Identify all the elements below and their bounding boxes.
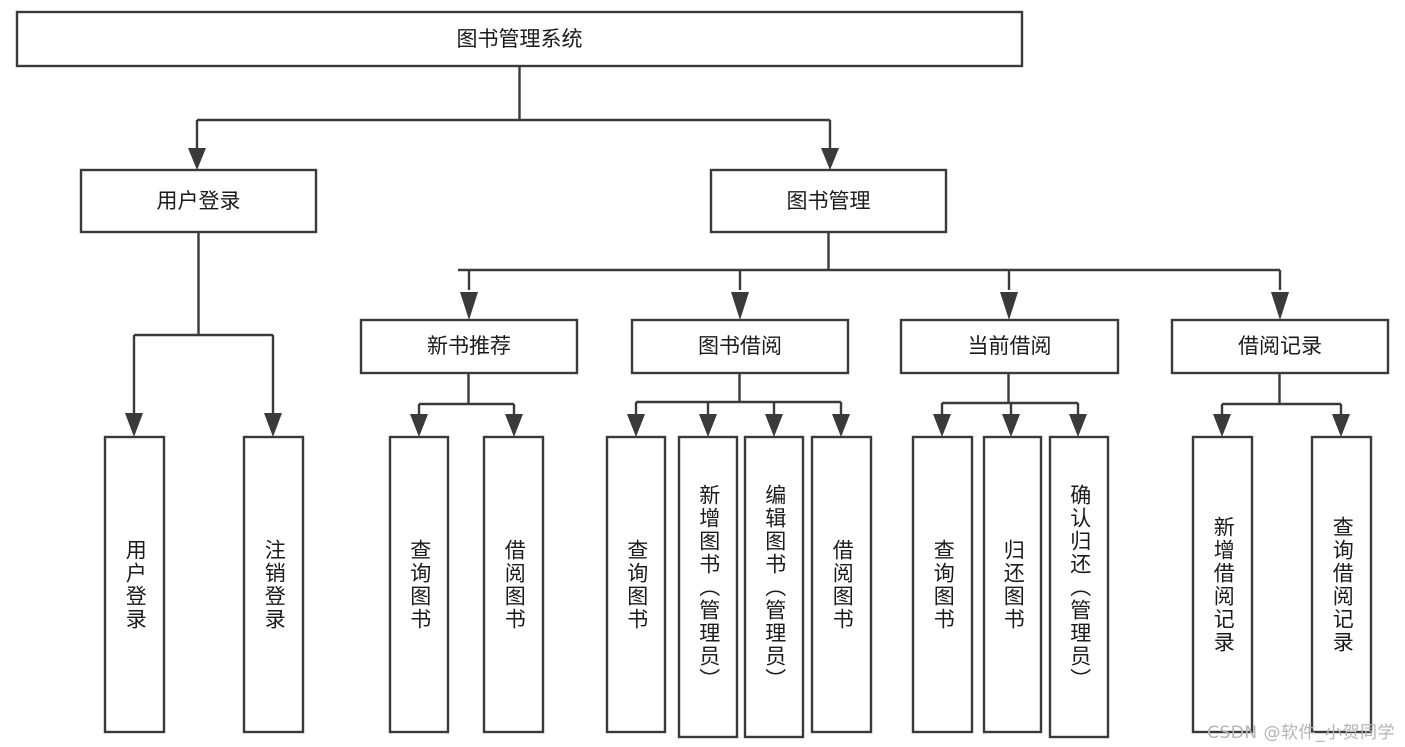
node-book-manage-box[interactable]	[709, 168, 948, 234]
node-leaf-query-book-3-box[interactable]	[911, 435, 974, 734]
arrow-leaf-user-login	[125, 413, 143, 437]
node-borrow-record-label: 借阅记录	[1238, 334, 1322, 358]
node-leaf-confirm-return-box[interactable]	[1048, 435, 1110, 739]
node-new-book-recommend-label: 新书推荐	[427, 334, 511, 358]
arrow-current-borrow	[1000, 292, 1018, 320]
node-new-book-recommend-box[interactable]	[359, 318, 579, 375]
arrow-leaf-return-book	[1002, 414, 1020, 437]
arrow-leaf-logout	[264, 413, 282, 437]
arrow-borrow-record	[1271, 292, 1289, 320]
node-user-login-box[interactable]	[79, 168, 318, 234]
node-root-label: 图书管理系统	[457, 27, 583, 51]
node-current-borrow-box[interactable]	[899, 318, 1120, 375]
node-root-box[interactable]	[15, 10, 1024, 68]
watermark-text: CSDN @软件_小贺同学	[1207, 723, 1395, 743]
node-book-manage-label: 图书管理	[787, 189, 871, 213]
node-leaf-query-record-box[interactable]	[1310, 435, 1373, 734]
node-leaf-borrow-book-2-box[interactable]	[810, 435, 873, 734]
arrow-leaf-borrow-book-1	[505, 414, 523, 437]
arrow-leaf-query-book-1	[410, 414, 428, 437]
arrow-book-borrow	[731, 292, 749, 320]
arrow-leaf-query-book-3	[933, 414, 951, 437]
node-borrow-record-box[interactable]	[1170, 318, 1390, 375]
arrow-book-manage	[821, 148, 839, 170]
node-leaf-add-book-box[interactable]	[677, 435, 739, 739]
arrow-leaf-query-record	[1332, 414, 1350, 437]
node-leaf-add-record-box[interactable]	[1191, 435, 1254, 734]
node-book-borrow-label: 图书借阅	[698, 334, 782, 358]
node-current-borrow-label: 当前借阅	[968, 334, 1052, 358]
arrow-leaf-add-record	[1213, 414, 1231, 437]
node-book-borrow-box[interactable]	[630, 318, 850, 375]
node-leaf-query-book-2-box[interactable]	[605, 435, 667, 734]
node-leaf-logout-box[interactable]	[242, 435, 305, 734]
node-leaf-borrow-book-1-box[interactable]	[482, 435, 545, 734]
node-leaf-user-login-box[interactable]	[103, 435, 166, 734]
node-user-login-label: 用户登录	[157, 189, 241, 213]
arrow-leaf-add-book	[699, 414, 717, 437]
node-leaf-edit-book-box[interactable]	[743, 435, 805, 739]
node-leaf-return-book-box[interactable]	[982, 435, 1043, 734]
arrow-leaf-edit-book	[765, 414, 783, 437]
arrow-leaf-confirm-return	[1069, 414, 1087, 437]
arrow-new-book-recommend	[460, 292, 478, 320]
arrow-user-login	[188, 148, 206, 170]
arrow-leaf-borrow-book-2	[832, 414, 850, 437]
arrow-leaf-query-book-2	[627, 414, 645, 437]
node-leaf-query-book-1-box[interactable]	[388, 435, 450, 734]
connector-layer	[125, 66, 1350, 437]
node-layer: 图书管理系统 用户登录 图书管理 新书推荐 图书借阅 当前借阅 借阅记录	[15, 10, 1390, 739]
